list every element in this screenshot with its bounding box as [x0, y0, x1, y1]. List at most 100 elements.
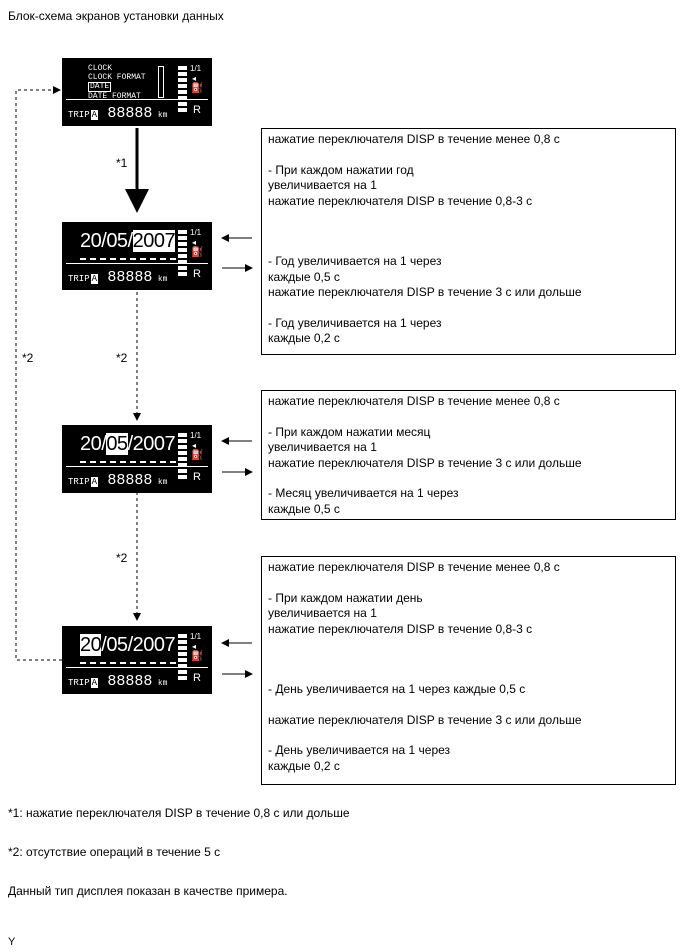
box-line: нажатие переключателя DISP в течение 3 с…	[268, 285, 582, 299]
lcd-divider	[66, 667, 208, 668]
fuel-full-mark: 1/1	[190, 632, 202, 641]
date-underline	[80, 660, 176, 664]
odometer: 88888	[107, 673, 153, 690]
footnote-1: *1: нажатие переключателя DISP в течение…	[8, 806, 350, 820]
date-separator: /	[101, 634, 107, 656]
menu-item-date-format: DATE FORMAT	[88, 92, 141, 101]
fuel-gauge	[178, 230, 187, 276]
date-separator: /	[101, 433, 107, 455]
menu-item-clock: CLOCK	[88, 64, 113, 73]
lcd-divider	[66, 99, 208, 100]
date-year: 2007	[132, 433, 176, 455]
box-line	[268, 239, 669, 254]
box-line	[268, 576, 669, 591]
date-separator: /	[127, 230, 134, 252]
fuel-pump-icon: ⛽	[191, 83, 204, 94]
label-return-to-menu: *2	[22, 351, 34, 365]
fuel-gauge	[178, 66, 187, 112]
box-line	[268, 224, 669, 239]
box-line: нажатие переключателя DISP в течение 0,8…	[268, 621, 533, 636]
box-line: - При каждом нажатии год	[268, 162, 414, 177]
trip-label: TRIP	[68, 110, 90, 120]
gear-indicator: R	[193, 104, 201, 116]
date-display: 20/05/2007	[80, 230, 176, 253]
box-line: каждые 0,5 с	[268, 269, 340, 284]
box-line: нажатие переключателя DISP в течение 3 с…	[268, 712, 582, 727]
box-line: нажатие переключателя DISP в течение мен…	[268, 132, 560, 146]
box-line	[268, 301, 669, 316]
date-month: 05	[106, 634, 128, 656]
box-line: нажатие переключателя DISP в течение 0,8…	[268, 193, 533, 208]
trip-label: TRIP	[68, 477, 90, 487]
box-line: увеличивается на 1	[268, 178, 377, 192]
box-line	[268, 471, 669, 486]
box-line: увеличивается на 1	[268, 606, 377, 620]
label-menu-to-year: *1	[116, 156, 128, 170]
date-day: 20	[80, 433, 102, 455]
date-underline	[80, 459, 176, 463]
box-line: - Год увеличивается на 1 через	[268, 315, 442, 330]
gear-indicator: R	[193, 471, 201, 483]
footnote-example: Данный тип дисплея показан в качестве пр…	[8, 884, 288, 898]
trip-mode: A	[90, 110, 99, 120]
box-line	[268, 148, 669, 163]
date-display: 20/05/2007	[80, 634, 176, 657]
odometer-unit: km	[157, 111, 168, 120]
box-month-operations: нажатие переключателя DISP в течение мен…	[261, 390, 676, 520]
label-month-to-day: *2	[116, 551, 128, 565]
date-day-highlighted: 20	[80, 634, 102, 656]
box-line: - Год увеличивается на 1 через	[268, 254, 442, 268]
arrow-return-to-menu	[15, 86, 62, 661]
fuel-side-arrow-icon: ◂	[192, 642, 197, 651]
fuel-pump-icon: ⛽	[191, 450, 204, 461]
odometer: 88888	[107, 269, 153, 286]
box-day-operations: нажатие переключателя DISP в течение мен…	[261, 556, 676, 785]
lcd-divider	[66, 466, 208, 467]
fuel-full-mark: 1/1	[190, 228, 202, 237]
gear-indicator: R	[193, 268, 201, 280]
box-line: - При каждом нажатии месяц	[268, 424, 431, 439]
footnote-2: *2: отсутствие операций в течение 5 с	[8, 845, 221, 859]
lcd-menu-screen: CLOCK CLOCK FORMAT DATE DATE FORMAT TRIP…	[62, 58, 212, 126]
trip-label: TRIP	[68, 274, 90, 284]
date-separator: /	[127, 433, 134, 455]
fuel-full-mark: 1/1	[190, 431, 202, 440]
scroll-indicator	[158, 66, 164, 98]
menu-item-date-selected: DATE	[88, 82, 112, 92]
fuel-gauge	[178, 433, 187, 479]
box-line: - Месяц увеличивается на 1 через	[268, 486, 459, 500]
box-line	[268, 698, 669, 713]
menu-item-clock-format: CLOCK FORMAT	[88, 73, 146, 82]
trip-mode: A	[90, 274, 99, 284]
trip-label: TRIP	[68, 678, 90, 688]
trip-mode: A	[90, 678, 99, 688]
box-line	[268, 728, 669, 743]
box-line: каждые 0,2 с	[268, 758, 340, 773]
lcd-divider	[66, 263, 208, 264]
trip-mode: A	[90, 477, 99, 487]
box-line: каждые 0,5 с	[268, 501, 340, 516]
gear-indicator: R	[193, 672, 201, 684]
box-line	[268, 652, 669, 667]
date-day: 20	[80, 230, 102, 252]
box-line	[268, 410, 669, 425]
box-line	[268, 637, 669, 652]
fuel-gauge	[178, 634, 187, 680]
box-line	[268, 209, 669, 224]
fuel-side-arrow-icon: ◂	[192, 441, 197, 450]
date-year-highlighted: 2007	[132, 230, 176, 252]
odometer-unit: km	[157, 275, 168, 284]
date-year: 2007	[132, 634, 176, 656]
fuel-side-arrow-icon: ◂	[192, 74, 197, 83]
fuel-full-mark: 1/1	[190, 64, 202, 73]
box-year-operations: нажатие переключателя DISP в течение мен…	[261, 128, 676, 355]
date-underline	[80, 256, 176, 260]
figure-code: Y	[8, 936, 16, 948]
fuel-side-arrow-icon: ◂	[192, 238, 197, 247]
fuel-pump-icon: ⛽	[191, 651, 204, 662]
odometer-unit: km	[157, 679, 168, 688]
box-line: - День увеличивается на 1 через каждые 0…	[268, 682, 526, 696]
date-month: 05	[106, 230, 128, 252]
